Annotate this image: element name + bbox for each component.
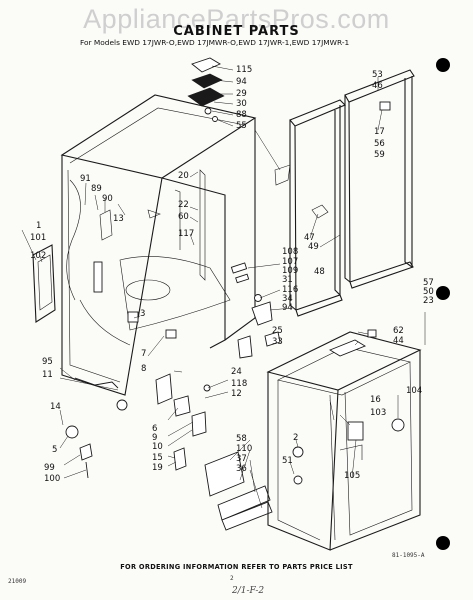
lower-rails bbox=[204, 451, 273, 531]
callout-48: 48 bbox=[314, 267, 325, 277]
callout-56: 56 bbox=[374, 139, 385, 149]
document-code: 21009 bbox=[8, 578, 27, 585]
callout-116: 116 bbox=[282, 285, 298, 295]
callout-51: 51 bbox=[282, 456, 293, 466]
callout-25: 25 bbox=[272, 326, 283, 336]
callout-9: 9 bbox=[152, 433, 157, 443]
ordering-note: FOR ORDERING INFORMATION REFER TO PARTS … bbox=[120, 563, 353, 571]
callout-60: 60 bbox=[178, 212, 189, 222]
callout-3: 3 bbox=[140, 309, 145, 319]
callout-31: 31 bbox=[282, 275, 293, 285]
page-number: 2 bbox=[230, 575, 234, 582]
callout-104: 104 bbox=[406, 386, 422, 396]
callout-107: 107 bbox=[282, 257, 298, 267]
callout-17: 17 bbox=[374, 127, 385, 137]
callout-1: 1 bbox=[36, 221, 41, 231]
callout-14: 14 bbox=[50, 402, 61, 412]
callout-57: 57 bbox=[423, 278, 434, 288]
callout-108: 108 bbox=[282, 247, 298, 257]
callout-30: 30 bbox=[236, 99, 247, 109]
callout-6: 6 bbox=[152, 424, 157, 434]
callout-88: 88 bbox=[236, 110, 247, 120]
handwritten-note: 2/1-F-2 bbox=[232, 586, 265, 596]
middle-small-parts bbox=[65, 261, 281, 479]
door-frame-gaskets bbox=[274, 69, 415, 317]
callout-44: 44 bbox=[393, 336, 404, 346]
callout-95: 95 bbox=[42, 357, 53, 367]
callout-7: 7 bbox=[141, 349, 146, 359]
callout-11: 11 bbox=[42, 370, 53, 380]
callout-118: 118 bbox=[231, 379, 247, 389]
callout-13: 13 bbox=[113, 214, 124, 224]
callout-62: 62 bbox=[393, 326, 404, 336]
model-list: For Models EWD 17JWR-O,EWD 17JMWR-O,EWD … bbox=[80, 38, 350, 47]
callout-33: 33 bbox=[272, 337, 283, 347]
diagram-title: CABINET PARTS bbox=[173, 24, 300, 39]
callout-22: 22 bbox=[178, 200, 189, 210]
callout-10: 10 bbox=[152, 442, 163, 452]
callout-99: 99 bbox=[44, 463, 55, 473]
callout-numbers: 1159429308855534617565920226011713918990… bbox=[30, 65, 434, 484]
callout-29: 29 bbox=[236, 89, 247, 99]
cabinet-liner bbox=[266, 329, 422, 551]
callout-47: 47 bbox=[304, 233, 315, 243]
callout-110: 110 bbox=[236, 444, 252, 454]
callout-101: 101 bbox=[30, 233, 46, 243]
callout-2: 2 bbox=[293, 433, 298, 443]
callout-53: 53 bbox=[372, 70, 383, 80]
top-hinge-parts bbox=[187, 57, 225, 122]
callout-49: 49 bbox=[308, 242, 319, 252]
callout-90: 90 bbox=[102, 194, 113, 204]
callout-105: 105 bbox=[344, 471, 360, 481]
leader-lines bbox=[21, 65, 426, 509]
callout-19: 19 bbox=[152, 463, 163, 473]
callout-94: 94 bbox=[236, 77, 247, 87]
callout-16: 16 bbox=[370, 395, 381, 405]
binder-hole-mark bbox=[436, 286, 450, 300]
watermark: AppliancePartsPros.com bbox=[83, 4, 390, 34]
callout-58: 58 bbox=[236, 434, 247, 444]
callout-117: 117 bbox=[178, 229, 194, 239]
callout-8: 8 bbox=[141, 364, 146, 374]
callout-59: 59 bbox=[374, 150, 385, 160]
callout-46: 46 bbox=[372, 81, 383, 91]
figure-code: 81-1095-A bbox=[392, 552, 425, 559]
callout-100: 100 bbox=[44, 474, 60, 484]
callout-89: 89 bbox=[91, 184, 102, 194]
callout-24: 24 bbox=[231, 367, 242, 377]
callout-36: 36 bbox=[236, 464, 247, 474]
callout-50: 50 bbox=[423, 287, 434, 297]
callout-34: 34 bbox=[282, 294, 293, 304]
upper-cabinet bbox=[60, 94, 257, 396]
callout-102: 102 bbox=[30, 251, 46, 261]
binder-hole-mark bbox=[436, 58, 450, 72]
callout-55: 55 bbox=[236, 121, 247, 131]
callout-23: 23 bbox=[423, 296, 434, 306]
callout-94: 94 bbox=[282, 303, 293, 313]
callout-109: 109 bbox=[282, 266, 298, 276]
binder-hole-mark bbox=[436, 536, 450, 550]
callout-115: 115 bbox=[236, 65, 252, 75]
callout-15: 15 bbox=[152, 453, 163, 463]
side-panel bbox=[32, 244, 56, 323]
callout-12: 12 bbox=[231, 389, 242, 399]
callout-103: 103 bbox=[370, 408, 386, 418]
callout-5: 5 bbox=[52, 445, 57, 455]
callout-20: 20 bbox=[178, 171, 189, 181]
callout-37: 37 bbox=[236, 454, 247, 464]
callout-91: 91 bbox=[80, 174, 91, 184]
